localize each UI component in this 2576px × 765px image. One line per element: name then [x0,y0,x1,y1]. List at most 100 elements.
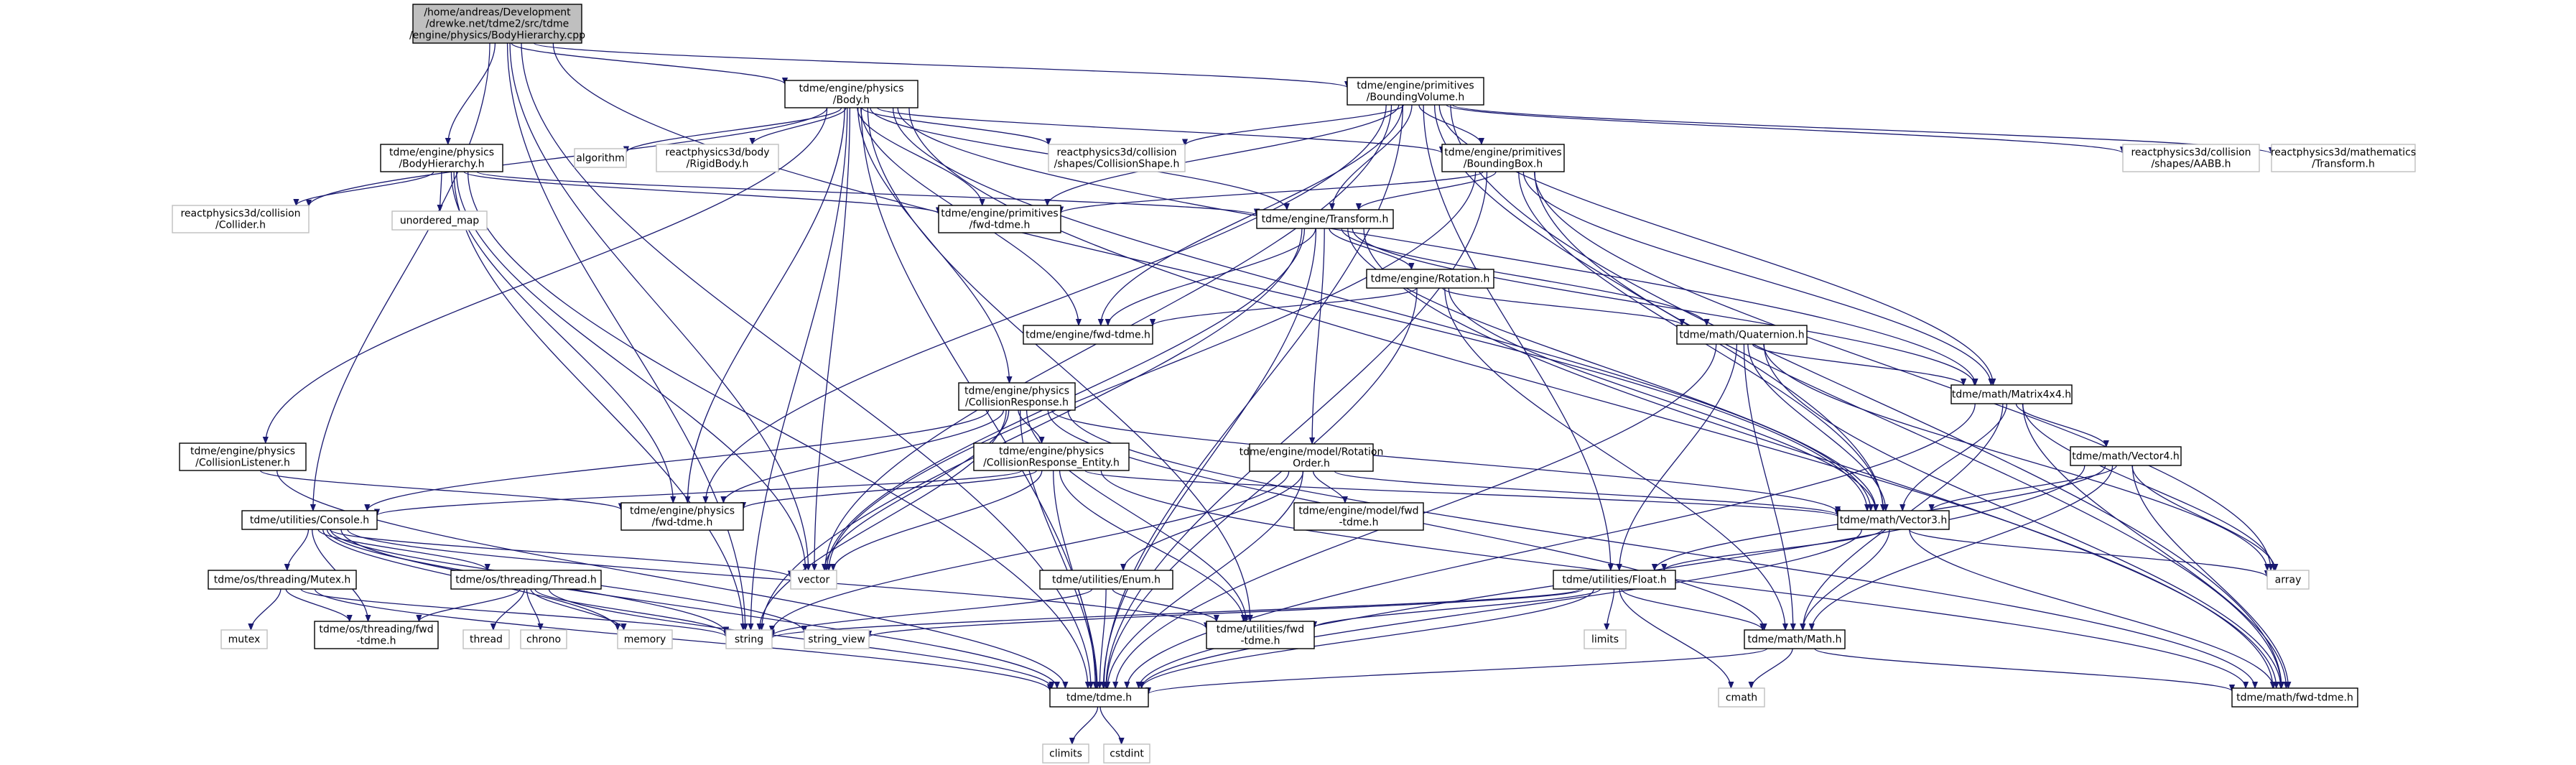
node-vec4[interactable]: tdme/math/Vector4.h [2070,446,2182,466]
node-box [450,570,602,590]
node-body[interactable]: tdme/engine/physics/Body.h [784,80,919,108]
edge-vec3-to-float_h [1664,529,1883,571]
node-box [520,629,567,649]
edge-vec3-to-array [1908,529,2268,578]
edge-collresp-to-console [367,409,990,511]
edge-collrespent-to-vec3 [1084,470,1838,517]
edge-rotation-to-quat [1442,287,1682,326]
edge-enum_h-to-string [772,588,1093,636]
node-label: climits [1049,748,1082,760]
edge-float_h-to-math_h [1621,588,1762,631]
node-label: Order.h [1293,458,1330,470]
node-utilfwd[interactable]: tdme/utilities/fwd-tdme.h [1206,621,1315,649]
edge-mutex_h-to-tdme_h [314,588,1051,691]
node-label: /Body.h [833,95,870,106]
node-collresp[interactable]: tdme/engine/physics/CollisionResponse.h [958,382,1076,411]
node-float_h[interactable]: tdme/utilities/Float.h [1553,570,1676,590]
node-primfwd[interactable]: tdme/engine/primitives/fwd-tdme.h [938,205,1061,233]
node-thread_h[interactable]: tdme/os/threading/Thread.h [450,570,602,590]
node-label: tdme/math/Vector4.h [2072,451,2179,463]
node-box [1584,629,1627,649]
edge-rotorder-to-modelfwd [1312,470,1345,504]
node-root[interactable]: /home/andreas/Development/drewke.net/tdm… [409,4,585,44]
node-box [1249,443,1374,472]
node-tdme_h[interactable]: tdme/tdme.h [1049,687,1149,708]
node-label: tdme/math/Quaternion.h [1679,330,1804,341]
edge-vec4-to-array [2131,465,2275,570]
node-mathfwd[interactable]: tdme/math/fwd-tdme.h [2231,687,2358,708]
edge-bbox-to-vector [829,171,1477,570]
node-vec3[interactable]: tdme/math/Vector3.h [1837,510,1950,530]
node-box [804,629,870,649]
node-label: tdme/os/threading/fwd [319,624,433,636]
node-box [1347,77,1484,106]
edge-float_h-to-utilfwd [1314,588,1601,629]
edge-mutex_h-to-thrfwd [285,588,350,622]
edge-rotation-to-enginefwd [1153,287,1418,326]
edge-thread_h-to-tdme_h [548,588,1051,689]
node-label: tdme/utilities/Float.h [1562,575,1666,586]
node-mat44[interactable]: tdme/math/Matrix4x4.h [1950,384,2073,404]
node-mutex_h[interactable]: tdme/os/threading/Mutex.h [208,570,357,590]
edge-colllist-to-physfwd [259,470,622,511]
edge-collrespent-to-utilfwd [1059,470,1244,621]
node-console[interactable]: tdme/utilities/Console.h [241,510,378,530]
node-label: tdme/engine/physics [799,83,903,95]
edge-rotorder-to-string [772,470,1290,632]
node-label: /Collider.h [215,220,266,231]
edge-bhier-to-vector [456,171,806,570]
node-physfwd[interactable]: tdme/engine/physics/fwd-tdme.h [620,502,744,531]
edge-console-to-utilfwd [347,529,1206,629]
edge-collresp-to-mathfwd [1067,409,2255,688]
edge-root-to-console [313,42,490,511]
edge-enum_h-to-utilfwd [1112,588,1217,622]
node-label: mutex [228,634,261,646]
node-collrespent[interactable]: tdme/engine/physics/CollisionResponse_En… [973,442,1130,471]
node-box [172,205,310,233]
edge-thread_h-to-memory [530,588,623,631]
node-vector: vector [790,570,837,590]
edge-float_h-to-cmath [1619,588,1731,688]
node-transform[interactable]: tdme/engine/Transform.h [1256,209,1394,229]
edge-root-to-bhier [448,42,496,144]
node-math_h[interactable]: tdme/math/Math.h [1744,629,1846,649]
node-colllist[interactable]: tdme/engine/physics/CollisionListener.h [179,442,307,471]
node-quat[interactable]: tdme/math/Quaternion.h [1676,325,1808,345]
node-label: -tdme.h [356,636,396,647]
edge-body-to-rp3body [753,107,847,145]
edge-transform-to-mathfwd [1363,228,2277,688]
edge-bhier-to-transform [476,171,1257,216]
node-box [620,502,744,531]
node-box [208,570,357,590]
node-bvol[interactable]: tdme/engine/primitives/BoundingVolume.h [1347,77,1484,106]
edge-collresp-to-physfwd [723,409,1005,504]
node-modelfwd[interactable]: tdme/engine/model/fwd-tdme.h [1293,502,1424,531]
edge-body-to-rp3cs [861,107,1048,145]
node-rotation[interactable]: tdme/engine/Rotation.h [1366,269,1494,289]
node-label: /CollisionResponse_Entity.h [983,458,1120,469]
node-box [1441,144,1565,172]
node-box [938,205,1061,233]
node-thrfwd[interactable]: tdme/os/threading/fwd-tdme.h [314,621,439,649]
edge-mat44-to-array [2022,403,2274,570]
node-label: /BoundingBox.h [1464,159,1543,170]
node-enum_h[interactable]: tdme/utilities/Enum.h [1039,570,1173,590]
node-enginefwd[interactable]: tdme/engine/fwd-tdme.h [1023,325,1153,345]
edge-bbox-to-array [1534,171,2271,570]
edge-console-to-tdme_h [340,529,1057,688]
node-bbox[interactable]: tdme/engine/primitives/BoundingBox.h [1441,144,1565,172]
node-label: algorithm [576,153,625,164]
node-label: tdme/engine/model/fwd [1298,506,1418,517]
edge-bvol-to-tdme_h [1104,104,1404,688]
node-algorithm: algorithm [574,148,627,168]
node-box [1837,510,1950,530]
edge-vec3-to-tdme_h [1142,529,1862,688]
edge-collrespent-to-console [377,470,1023,516]
node-climits: climits [1042,743,1089,764]
edge-tdme_h-to-climits [1072,706,1099,745]
node-label: tdme/math/Matrix4x4.h [1952,389,2071,401]
node-box [179,442,307,471]
node-bhier[interactable]: tdme/engine/physics/BodyHierarchy.h [380,144,503,172]
edge-bvol-to-rp3cs [1185,104,1405,146]
